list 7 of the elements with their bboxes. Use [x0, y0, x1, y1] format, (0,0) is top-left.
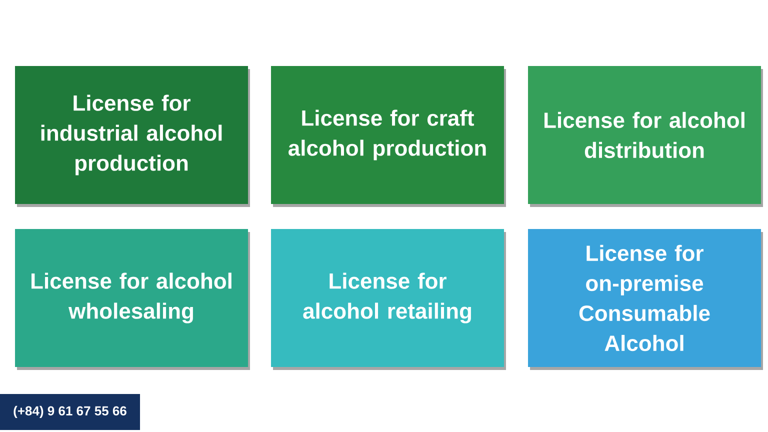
license-box: License for industrial alcohol production [15, 66, 250, 207]
license-box: License for on-premise Consumable Alcohol [528, 229, 763, 370]
license-box: License for craft alcohol production [271, 66, 506, 207]
phone-number: (+84) 9 61 67 55 66 [0, 394, 140, 430]
license-box: License for alcohol distribution [528, 66, 763, 207]
license-box: License for alcohol retailing [271, 229, 506, 370]
license-box: License for alcohol wholesaling [15, 229, 250, 370]
